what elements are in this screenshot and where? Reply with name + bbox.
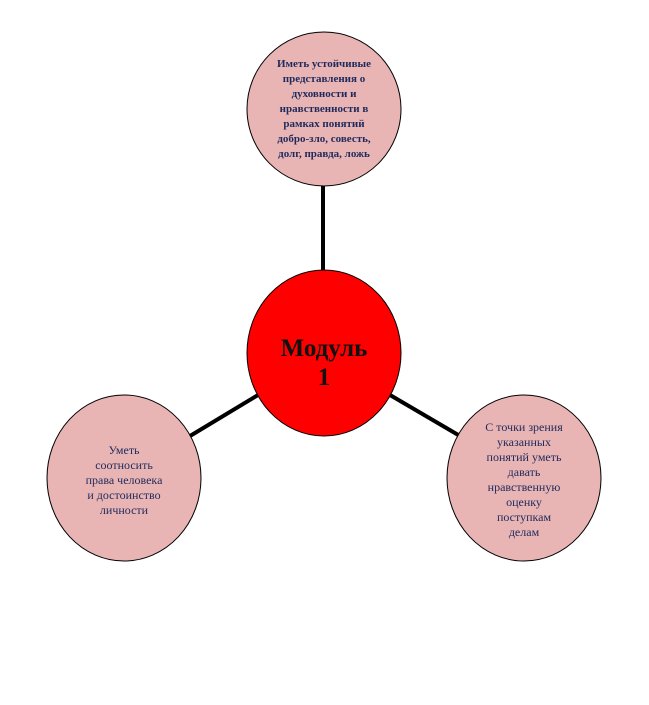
center-node-label: Модуль 1 (280, 335, 368, 391)
connector-left (188, 393, 260, 438)
node-right-shape (446, 394, 602, 562)
node-left-shape (46, 394, 202, 562)
node-top-label: Иметь устойчивые представления о духовно… (277, 57, 371, 160)
connector-right (388, 393, 462, 438)
node-top-shape (246, 31, 402, 187)
node-left-label: Уметь соотносить права человека и достои… (85, 442, 163, 517)
node-right-label: С точки зрения указанных понятий уметь д… (485, 420, 563, 539)
center-node-shape (246, 269, 402, 437)
